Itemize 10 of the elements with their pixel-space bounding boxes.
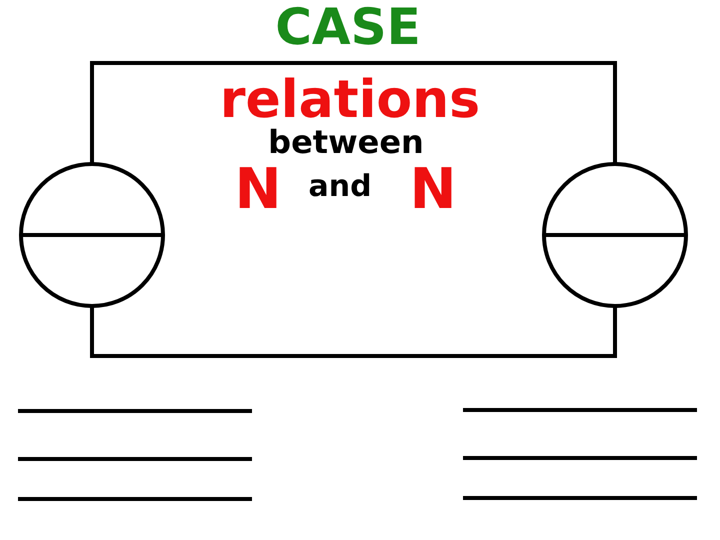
meter-symbol xyxy=(19,162,165,308)
connector-line xyxy=(90,306,617,358)
connector-line xyxy=(90,61,617,164)
variable-letter: N xyxy=(410,162,456,218)
variable-letter: N xyxy=(234,162,282,218)
label-text: between xyxy=(268,126,424,158)
title: CASE xyxy=(275,2,421,52)
meter-symbol xyxy=(542,162,688,308)
heading-text: relations xyxy=(220,74,480,126)
label-text: and xyxy=(308,172,372,202)
